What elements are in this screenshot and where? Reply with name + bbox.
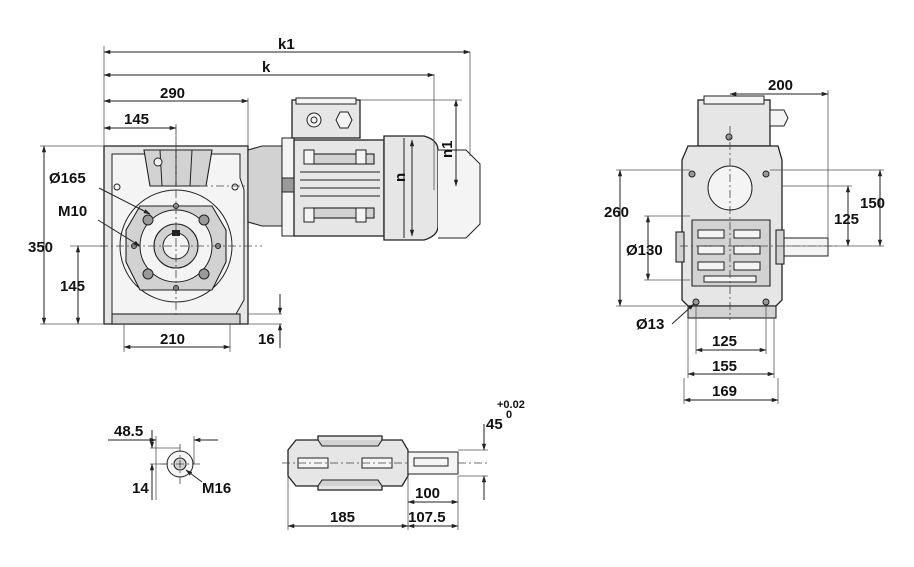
gearbox-rib-top [143,149,213,187]
dim-145-top: 145 [124,111,149,128]
dim-n: n [392,173,409,182]
dim-45: 45 [486,416,503,433]
dim-n1: n1 [439,140,456,158]
dim-48-5: 48.5 [114,423,143,440]
front-view [100,126,460,325]
dim-k: k [262,59,271,76]
motor [247,97,481,241]
dim-185: 185 [330,509,355,526]
detail-shaft: 45 +0.02 0 100 185 107.5 [282,399,525,530]
dim-diameter-130: Ø130 [626,242,663,259]
tol-upper: +0.02 [497,399,525,411]
flange-hole [198,214,210,226]
dim-350: 350 [28,239,53,256]
dim-m10: M10 [58,203,87,220]
dim-diameter-13: Ø13 [636,316,664,333]
flange-hole [198,268,210,280]
dim-125-bottom: 125 [712,333,737,350]
terminal-hex [335,111,353,129]
tol-lower: 0 [506,409,512,421]
breather-plug [153,157,163,167]
gearbox-foot [111,313,241,325]
dim-290: 290 [160,85,185,102]
dim-107-5: 107.5 [408,509,446,526]
side-input-shaft [781,237,829,257]
dim-m16: M16 [202,480,231,497]
dim-200: 200 [768,77,793,94]
dim-145-left: 145 [60,278,85,295]
detail-m16-hole: 48.5 14 M16 [108,423,231,500]
dim-14: 14 [132,480,149,497]
dim-169: 169 [712,383,737,400]
flange-hole [142,268,154,280]
dim-16: 16 [258,331,275,348]
dim-150: 150 [860,195,885,212]
dim-diameter-165: Ø165 [49,170,86,187]
side-output-bore [707,165,753,211]
dim-260: 260 [604,204,629,221]
front-dimensions: k1 k 290 145 Ø165 M10 350 145 210 [28,36,471,352]
side-view [675,95,840,320]
dim-155: 155 [712,358,737,375]
side-dimensions: 200 260 150 125 Ø130 Ø13 125 155 [604,77,885,404]
flange-hole [142,214,154,226]
dim-k1: k1 [278,36,295,53]
side-cable-gland [769,109,789,127]
motor-flange-adapter [247,145,283,227]
dim-100: 100 [415,485,440,502]
side-terminal-box [697,99,771,147]
dim-125-right: 125 [834,211,859,228]
motor-fan-cover [383,135,439,241]
dim-210: 210 [160,331,185,348]
